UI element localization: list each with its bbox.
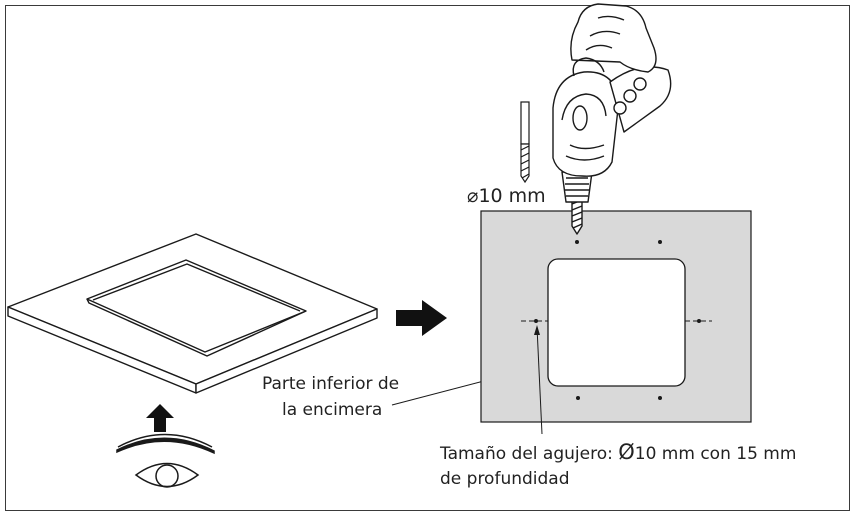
hole-right	[697, 319, 701, 323]
diagram-frame	[5, 5, 850, 511]
arrow-up-icon	[146, 404, 174, 432]
hand-drill-icon	[552, 3, 672, 235]
countertop-bottom-label-line1: Parte inferior de	[262, 374, 400, 394]
hole-leader-line	[536, 326, 543, 435]
countertop-bottom-label-line2: la encimera	[282, 400, 383, 420]
hole-top-right	[658, 240, 662, 244]
hole-size-prefix: Tamaño del agujero:	[440, 444, 619, 464]
hole-markers	[534, 240, 701, 400]
countertop-frame	[7, 233, 378, 394]
countertop-bottom-panel	[480, 210, 752, 423]
hole-leader-arrowhead	[534, 325, 540, 335]
eye-icon	[116, 433, 215, 488]
hole-size-label-line1: Tamaño del agujero: Ø10 mm con 15 mm	[440, 440, 796, 466]
drill-bit-icon	[520, 101, 530, 184]
hole-bottom-right	[658, 396, 662, 400]
hole-bottom-left	[576, 396, 580, 400]
drill-size-label: ⌀10 mm	[467, 185, 546, 207]
hole-size-value: 10 mm con 15 mm	[634, 444, 797, 464]
hole-top-left	[575, 240, 579, 244]
hole-size-label-line2: de profundidad	[440, 469, 570, 489]
hole-left	[534, 319, 538, 323]
diameter-symbol: Ø	[618, 440, 635, 464]
arrow-right-icon	[396, 300, 447, 336]
